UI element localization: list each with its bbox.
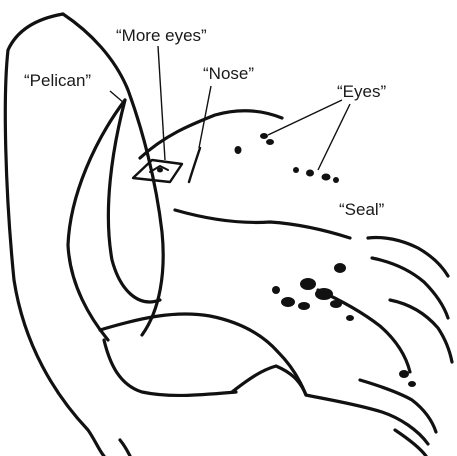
pointer-eyes-right — [318, 104, 350, 170]
label-pelican: “Pelican” — [24, 71, 91, 90]
eye-spot — [306, 170, 314, 177]
label-seal: “Seal” — [339, 200, 385, 219]
body-spot — [315, 288, 333, 300]
seal-tail-stroke — [360, 380, 436, 432]
flipper-mid-stroke — [372, 258, 448, 318]
body-spot — [300, 278, 316, 290]
body-spot — [298, 302, 310, 310]
seal-back-stroke — [175, 210, 350, 238]
body-spot — [408, 381, 416, 387]
label-nose: “Nose” — [203, 64, 254, 83]
pointer-pelican — [110, 91, 124, 103]
eye-spot — [293, 167, 299, 173]
more-eye-spot — [157, 168, 163, 173]
beak-inner-stroke — [108, 100, 160, 302]
body-spot — [330, 300, 342, 308]
eye-spot — [266, 139, 274, 145]
bottom-stroke — [120, 440, 130, 456]
eye-spot — [235, 146, 242, 154]
body-spot — [272, 286, 280, 294]
label-more-eyes: “More eyes” — [116, 26, 207, 45]
body-spot — [281, 297, 295, 307]
lower-left-stroke — [104, 340, 236, 395]
lower-body-stroke — [100, 314, 306, 395]
eye-spot — [322, 174, 331, 181]
eye-spot — [333, 177, 339, 183]
body-spot — [399, 370, 409, 378]
body-spot — [346, 315, 354, 321]
label-eyes: “Eyes” — [337, 82, 386, 101]
eye-spot — [260, 133, 268, 139]
lower-right-stroke — [306, 395, 428, 444]
nose-stroke — [189, 148, 200, 182]
body-spot — [334, 263, 346, 273]
